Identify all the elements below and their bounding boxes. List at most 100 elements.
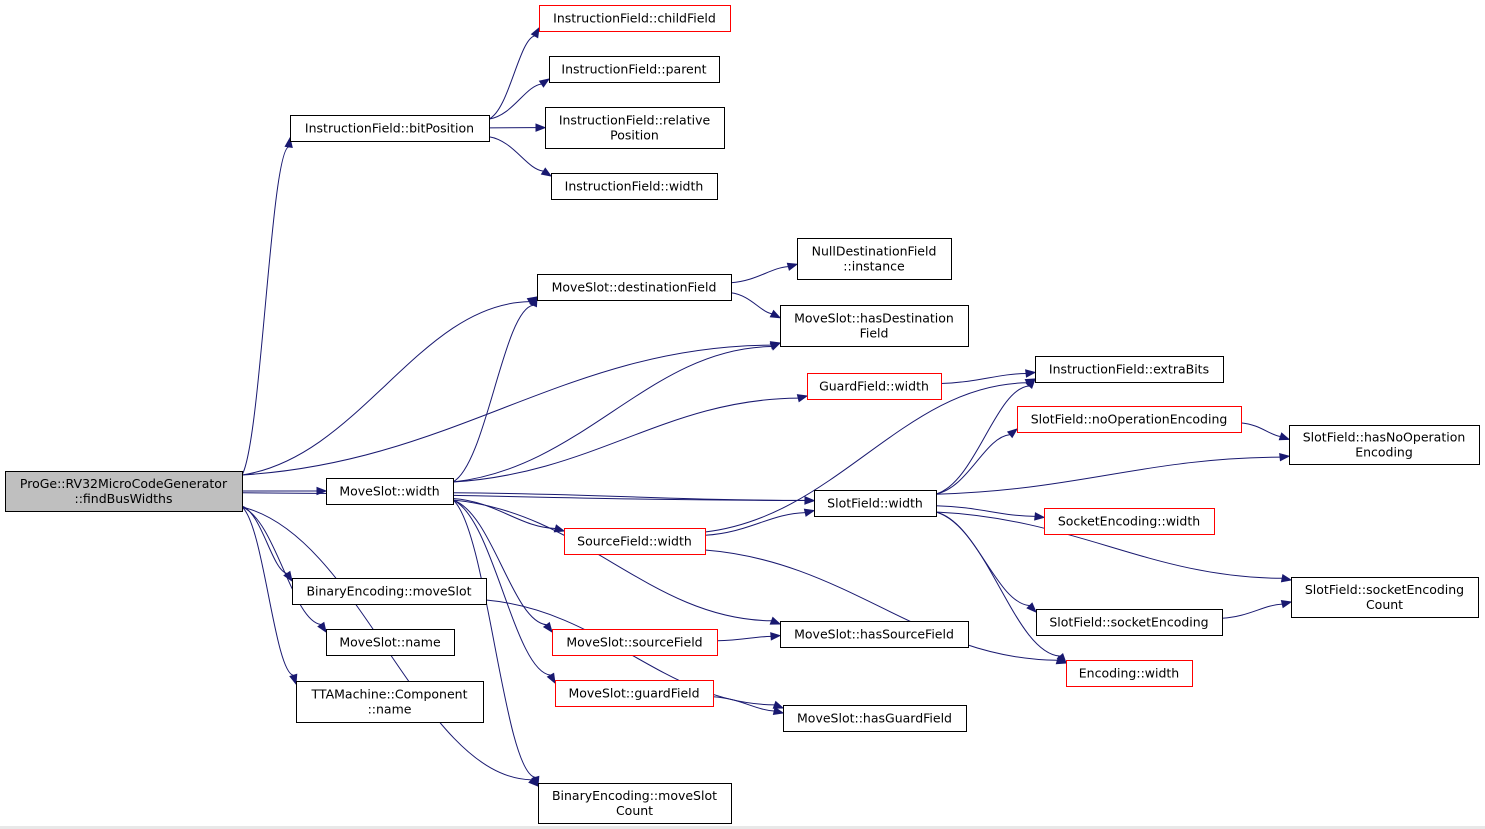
node-box	[780, 621, 969, 648]
graph-node-sfsock[interactable]: SlotField::socketEncoding	[1036, 609, 1223, 636]
node-label: Field	[860, 326, 889, 341]
edge-arrowhead	[772, 706, 785, 715]
node-box	[549, 56, 720, 83]
graph-node-msdestfield[interactable]: MoveSlot::destinationField	[537, 274, 732, 301]
edge-sfnoop-to-sfhasnoop	[1240, 422, 1281, 437]
node-label: SocketEncoding::width	[1058, 514, 1200, 529]
node-box	[296, 681, 484, 723]
edge-arrowhead	[769, 309, 782, 319]
edge-arrowhead	[531, 775, 540, 788]
edge-arrowhead	[772, 700, 785, 709]
edge-arrowhead	[770, 632, 782, 641]
edge-arrowhead	[1280, 574, 1293, 583]
edge-arrowhead	[769, 616, 782, 625]
edge-mswidth-to-sfwidth	[452, 492, 806, 501]
edge-mswidth-to-msguard	[452, 499, 551, 676]
edge-mswidth-to-msdestfield	[452, 304, 534, 483]
graph-node-ifextra[interactable]: InstructionField::extraBits	[1035, 356, 1224, 383]
node-box	[807, 373, 942, 400]
node-label: Count	[1366, 597, 1403, 612]
graph-node-ttaname[interactable]: TTAMachine::Component::name	[296, 681, 484, 723]
edge-sfwidth-to-ifextra	[935, 385, 1030, 495]
graph-node-srcwidth[interactable]: SourceField::width	[564, 528, 706, 555]
edge-arrowhead	[1279, 453, 1291, 462]
graph-node-sewidth[interactable]: SocketEncoding::width	[1044, 508, 1215, 535]
node-box	[814, 490, 937, 517]
graph-node-root[interactable]: ProGe::RV32MicroCodeGenerator::findBusWi…	[5, 471, 243, 512]
edge-arrowhead	[553, 524, 566, 533]
edge-ifbitpos-to-ifparent	[488, 83, 542, 120]
node-label: MoveSlot::guardField	[568, 686, 699, 701]
graph-node-encwidth[interactable]: Encoding::width	[1066, 660, 1193, 687]
bottom-rule	[0, 826, 1485, 829]
edge-msdestfield-to-mshasdest	[730, 292, 773, 315]
edge-arrowhead	[1055, 656, 1068, 665]
edge-sfwidth-to-sfsockcount	[935, 511, 1283, 579]
edge-mswidth-to-bemscount	[452, 499, 536, 778]
edge-msguard-to-mshasguard	[712, 696, 775, 712]
edge-mswidth-to-mshasdest	[452, 346, 772, 483]
graph-node-ifbitpos[interactable]: InstructionField::bitPosition	[290, 115, 490, 142]
edge-ifbitpos-to-ifwidth	[488, 136, 544, 172]
edge-arrowhead	[1280, 600, 1293, 609]
node-label: Count	[616, 803, 653, 818]
edge-mswidth-to-srcwidth	[452, 498, 556, 529]
graph-node-ifchild[interactable]: InstructionField::childField	[539, 5, 731, 32]
graph-node-mssrcfield[interactable]: MoveSlot::sourceField	[552, 629, 718, 656]
node-label: SourceField::width	[577, 534, 692, 549]
node-box	[290, 115, 490, 142]
edge-arrowhead	[546, 672, 556, 685]
edge-root-to-msdestfield	[241, 301, 530, 476]
edge-arrowhead	[769, 342, 782, 351]
node-box	[552, 629, 718, 656]
graph-node-bemoveslot[interactable]: BinaryEncoding::moveSlot	[292, 578, 487, 605]
node-label: MoveSlot::hasGuardField	[797, 711, 952, 726]
graph-node-sfwidth[interactable]: SlotField::width	[814, 490, 937, 517]
edge-mssrcfield-to-mshassrc	[716, 635, 772, 642]
edge-root-to-ifbitpos	[241, 146, 290, 476]
edge-arrowhead	[786, 262, 799, 271]
node-label: SlotField::hasNoOperation	[1303, 430, 1466, 445]
node-box	[1036, 609, 1223, 636]
graph-node-gfwidth[interactable]: GuardField::width	[807, 373, 942, 400]
node-label: Position	[610, 128, 659, 143]
edge-mswidth-to-gfwidth	[452, 397, 799, 483]
graph-node-mswidth[interactable]: MoveSlot::width	[326, 478, 454, 505]
node-label: SlotField::socketEncoding	[1305, 582, 1464, 597]
graph-node-ifwidth[interactable]: InstructionField::width	[551, 173, 718, 200]
graph-node-msguard[interactable]: MoveSlot::guardField	[555, 680, 714, 707]
node-box	[1044, 508, 1215, 535]
edge-arrowhead	[1278, 432, 1291, 441]
node-label: GuardField::width	[819, 379, 929, 394]
graph-node-mshassrc[interactable]: MoveSlot::hasSourceField	[780, 621, 969, 648]
graph-node-mshasguard[interactable]: MoveSlot::hasGuardField	[783, 705, 967, 732]
node-box	[5, 471, 243, 512]
node-label: Encoding	[1355, 445, 1413, 460]
edge-sfwidth-to-sfnoop	[935, 434, 1011, 495]
edge-root-to-ttaname	[241, 506, 294, 676]
edge-srcwidth-to-ifextra	[704, 382, 1027, 533]
edge-sfsock-to-sfsockcount	[1221, 603, 1283, 619]
graph-node-ifparent[interactable]: InstructionField::parent	[549, 56, 720, 83]
edge-srcwidth-to-sfwidth	[704, 512, 806, 536]
nodes-layer: ProGe::RV32MicroCodeGenerator::findBusWi…	[5, 5, 1480, 824]
node-box	[1291, 577, 1479, 618]
edge-srcwidth-to-encwidth	[704, 549, 1058, 661]
edge-arrowhead	[1006, 428, 1019, 439]
node-box	[545, 107, 725, 149]
node-label: MoveSlot::width	[339, 484, 439, 499]
edge-arrowhead	[317, 621, 327, 634]
graph-node-msname[interactable]: MoveSlot::name	[326, 629, 455, 656]
edge-gfwidth-to-ifextra	[940, 372, 1027, 384]
graph-node-sfnoop[interactable]: SlotField::noOperationEncoding	[1017, 406, 1242, 433]
node-label: ProGe::RV32MicroCodeGenerator	[20, 476, 228, 491]
node-label: InstructionField::childField	[553, 11, 716, 26]
node-label: BinaryEncoding::moveSlot	[306, 584, 471, 599]
node-label: ::findBusWidths	[75, 491, 173, 506]
graph-node-nulldest[interactable]: NullDestinationField::instance	[797, 238, 952, 280]
